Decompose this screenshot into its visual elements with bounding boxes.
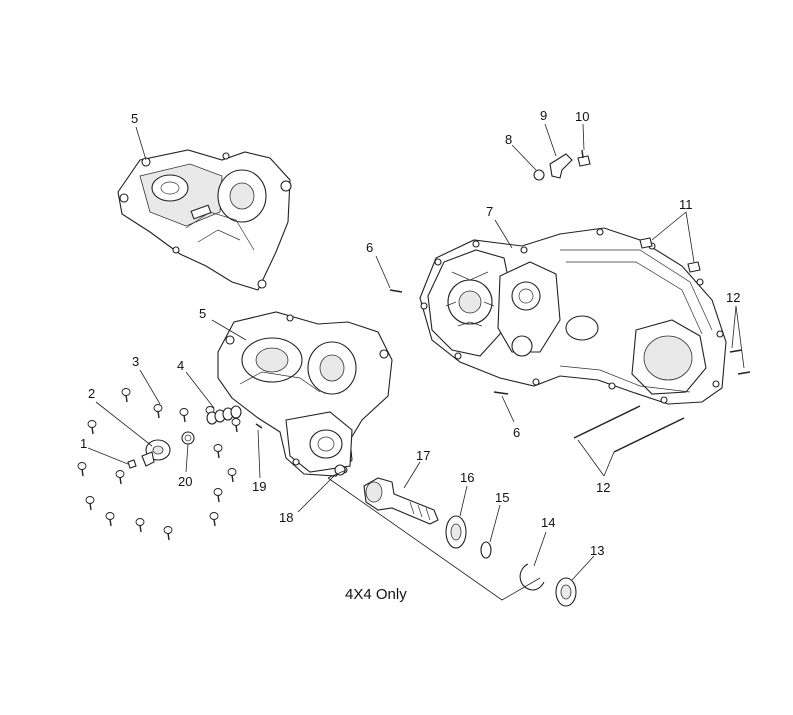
drain-plugs: [639, 237, 701, 273]
callout-15: 15: [495, 490, 509, 505]
output-gear-group: [127, 431, 195, 469]
callout-10: 10: [575, 109, 589, 124]
callout-2: 2: [88, 386, 95, 401]
callout-12-upper: 12: [726, 290, 740, 305]
callout-17: 17: [416, 448, 430, 463]
leader-lines: [87, 123, 745, 581]
callout-13: 13: [590, 543, 604, 558]
snap-ring: [480, 541, 492, 559]
callout-19: 19: [252, 479, 266, 494]
fastener-bolts: [77, 388, 241, 541]
callout-5-upper: 5: [131, 111, 138, 126]
o-ring-seal: [533, 169, 545, 181]
callout-labels: 5 5 8 9 10 7 11 6 12 6 12 3 4 2 1 20 19 …: [80, 108, 740, 558]
shaft-bushing: [334, 464, 346, 476]
four-wheel-drive-group: [327, 464, 577, 607]
callout-5-lower: 5: [199, 306, 206, 321]
callout-7: 7: [486, 204, 493, 219]
callout-6-lower: 6: [513, 425, 520, 440]
four-wheel-drive-note: 4X4 Only: [345, 586, 407, 603]
callout-9: 9: [540, 108, 547, 123]
callout-11: 11: [679, 197, 693, 212]
callout-12-lower: 12: [596, 480, 610, 495]
callout-4: 4: [177, 358, 184, 373]
locating-pin: [255, 423, 263, 429]
callout-6-upper: 6: [366, 240, 373, 255]
callout-3: 3: [132, 354, 139, 369]
callout-14: 14: [541, 515, 555, 530]
washer-stack: [206, 405, 242, 425]
callout-18: 18: [279, 510, 293, 525]
dowel-pins: [389, 289, 509, 395]
circlip: [519, 563, 545, 591]
retaining-clip: [127, 459, 137, 469]
sensor-assembly: [533, 149, 591, 181]
callout-20: 20: [178, 474, 192, 489]
splined-input-shaft: [363, 477, 439, 525]
long-case-bolts: [573, 349, 751, 453]
gear-case-upper: [117, 149, 292, 291]
callout-1: 1: [80, 436, 87, 451]
callout-8: 8: [505, 132, 512, 147]
main-case-housing: [419, 227, 727, 405]
sensor-screw: [577, 155, 591, 167]
gear-case-lower: [217, 311, 393, 477]
gear-nut: [181, 431, 195, 445]
speed-sensor: [549, 153, 573, 179]
callout-16: 16: [460, 470, 474, 485]
